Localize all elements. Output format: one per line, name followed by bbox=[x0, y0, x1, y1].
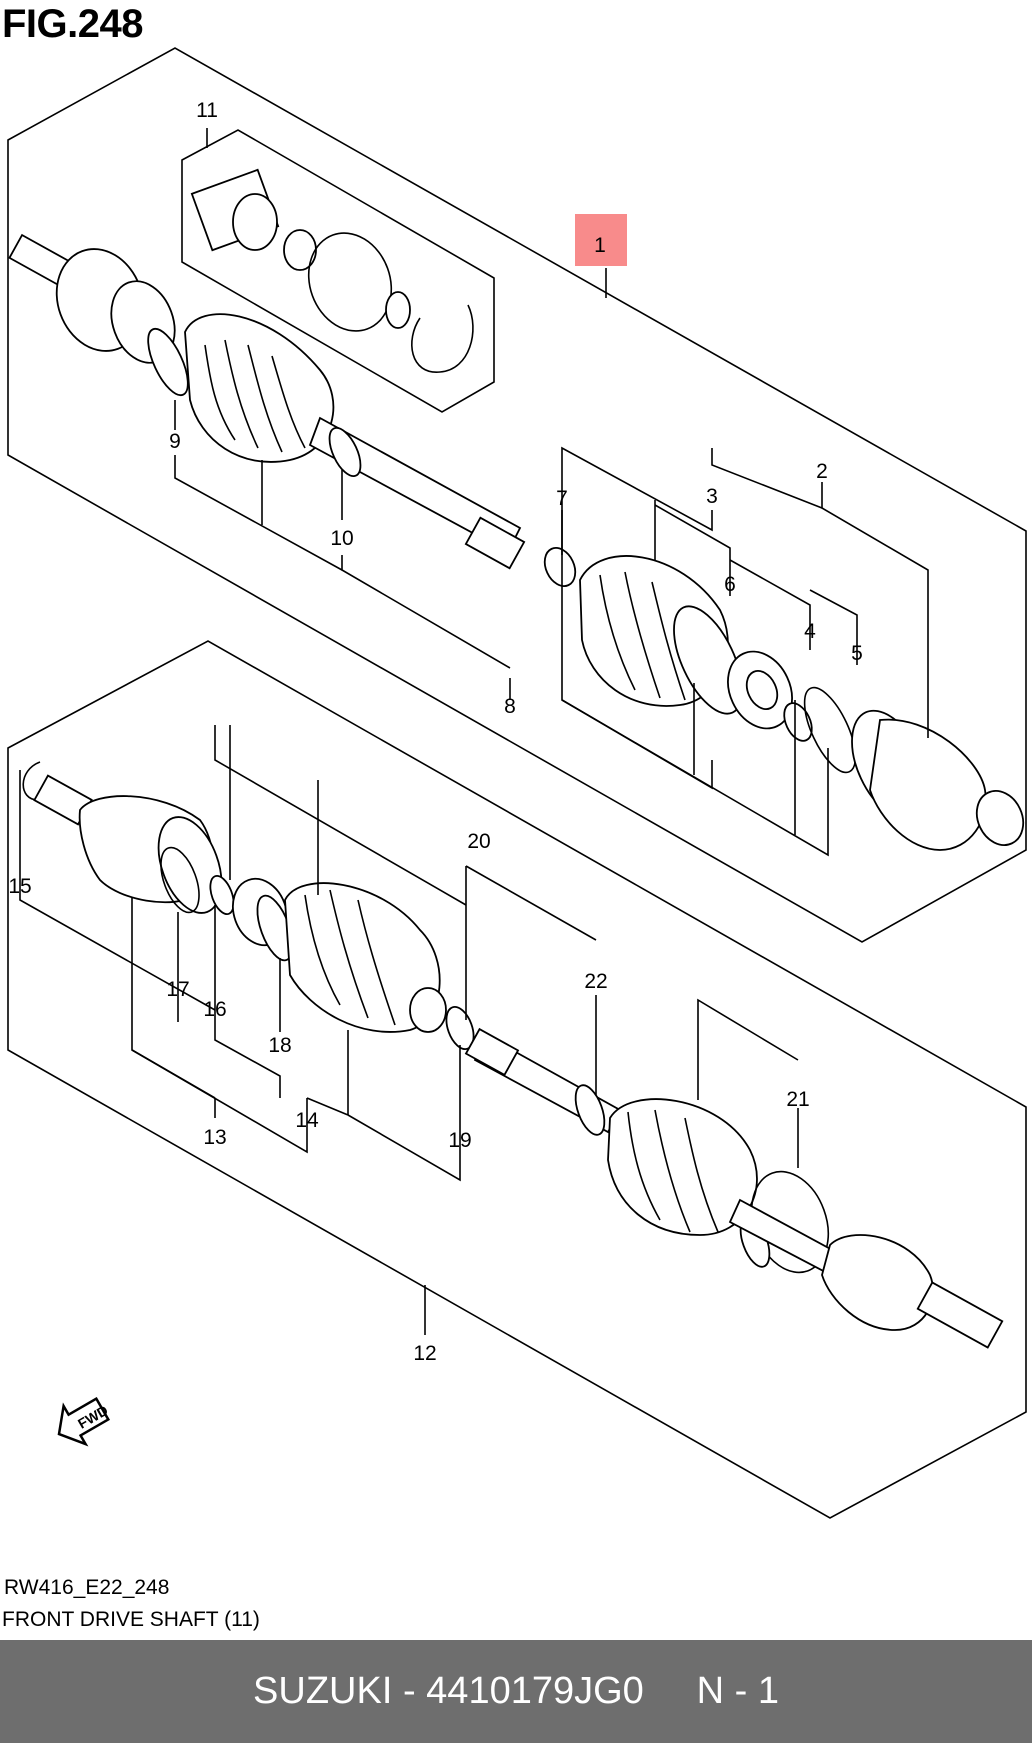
callout-13: 13 bbox=[203, 1126, 226, 1149]
callout-3: 3 bbox=[706, 485, 718, 508]
callout-9: 9 bbox=[169, 430, 181, 453]
footer-separator: - bbox=[392, 1670, 427, 1712]
figure-caption: FRONT DRIVE SHAFT (11) bbox=[2, 1608, 260, 1631]
callout-7: 7 bbox=[556, 487, 568, 510]
footer-part-number: 4410179JG0 bbox=[426, 1670, 644, 1712]
callout-labels: 1 2 3 4 5 6 7 8 9 10 11 12 13 14 15 16 1… bbox=[8, 99, 863, 1365]
lower-assembly-frame bbox=[7, 640, 1027, 1519]
reference-code: RW416_E22_248 bbox=[4, 1576, 170, 1599]
callout-2: 2 bbox=[816, 460, 828, 483]
callout-16: 16 bbox=[203, 998, 226, 1021]
callout-18: 18 bbox=[268, 1034, 291, 1057]
leader-lines bbox=[19, 128, 929, 1335]
exploded-parts-diagram: 1 2 3 4 5 6 7 8 9 10 11 12 13 14 15 16 1… bbox=[7, 47, 1027, 1519]
footer-gap bbox=[644, 1670, 697, 1713]
kit-11-drawing bbox=[190, 168, 474, 373]
callout-19: 19 bbox=[448, 1129, 471, 1152]
upper-assembly-frame bbox=[7, 47, 1027, 943]
callout-21: 21 bbox=[786, 1088, 809, 1111]
callout-15: 15 bbox=[8, 875, 31, 898]
figure-title: FIG.248 bbox=[2, 2, 144, 46]
footer-brand: SUZUKI bbox=[253, 1670, 393, 1712]
fwd-arrow-icon: FWD bbox=[57, 1396, 111, 1447]
callout-10: 10 bbox=[330, 527, 353, 550]
callout-5: 5 bbox=[851, 642, 863, 665]
callout-8: 8 bbox=[504, 695, 516, 718]
kit-11-frame bbox=[181, 129, 495, 413]
callout-17: 17 bbox=[166, 978, 189, 1001]
callout-4: 4 bbox=[804, 620, 816, 643]
callout-12: 12 bbox=[413, 1342, 436, 1365]
callout-1: 1 bbox=[594, 234, 606, 257]
callout-11: 11 bbox=[196, 99, 218, 122]
upper-shaft-drawing bbox=[8, 233, 1025, 851]
callout-22: 22 bbox=[584, 970, 607, 993]
callout-6: 6 bbox=[724, 573, 736, 596]
footer-quantity: N - 1 bbox=[696, 1670, 779, 1712]
footer-bar: SUZUKI - 4410179JG0 N - 1 bbox=[0, 1640, 1032, 1743]
lower-shaft-drawing bbox=[22, 761, 1004, 1349]
highlight-box bbox=[575, 214, 627, 266]
callout-20: 20 bbox=[467, 830, 490, 853]
callout-14: 14 bbox=[295, 1109, 319, 1132]
